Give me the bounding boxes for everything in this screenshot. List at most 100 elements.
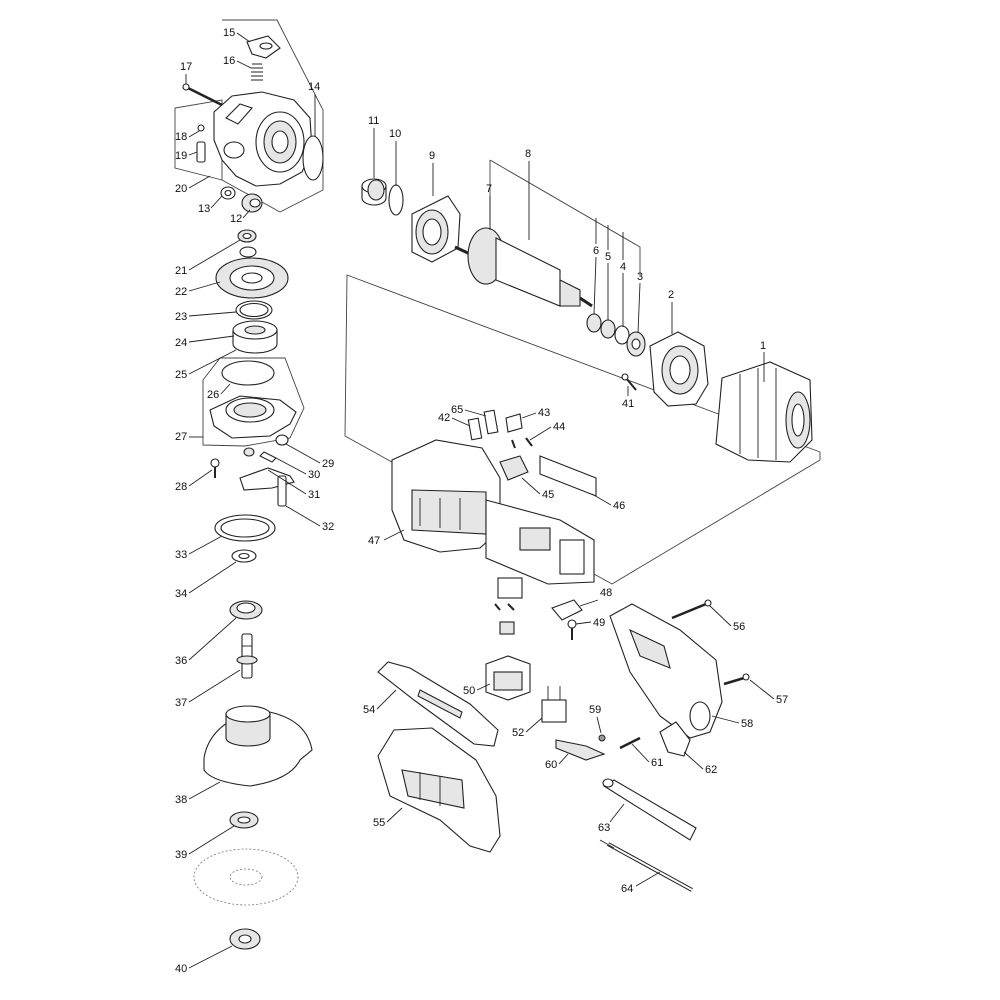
label-14: 14 bbox=[308, 81, 320, 93]
label-29: 29 bbox=[322, 458, 334, 470]
brush-holder-assembly bbox=[494, 577, 523, 635]
label-33: 33 bbox=[175, 549, 187, 561]
callout-54: 54 bbox=[363, 689, 397, 716]
callout-25: 25 bbox=[175, 349, 237, 381]
label-61: 61 bbox=[651, 757, 663, 769]
callout-48: 48 bbox=[579, 587, 612, 607]
spring bbox=[251, 63, 263, 81]
label-23: 23 bbox=[175, 311, 187, 323]
callout-30: 30 bbox=[275, 457, 320, 481]
callout-16: 16 bbox=[223, 55, 252, 69]
callout-37: 37 bbox=[175, 669, 241, 709]
field-1 bbox=[715, 361, 813, 463]
callout-59: 59 bbox=[589, 704, 602, 734]
callout-28: 28 bbox=[175, 469, 213, 493]
lock-off-button-60 bbox=[555, 739, 606, 761]
callout-15: 15 bbox=[223, 27, 251, 43]
bearing-box-group-outline bbox=[202, 357, 305, 447]
callout-41: 41 bbox=[622, 386, 634, 410]
label-37: 37 bbox=[175, 697, 187, 709]
brush-holder-cap-43 bbox=[505, 413, 523, 433]
label-19: 19 bbox=[175, 150, 187, 162]
spindle-37 bbox=[236, 633, 258, 679]
washer-34 bbox=[231, 549, 257, 563]
handle-cover-55 bbox=[377, 727, 501, 853]
callout-57: 57 bbox=[749, 679, 788, 706]
callout-3: 3 bbox=[637, 271, 643, 334]
label-55: 55 bbox=[373, 817, 385, 829]
switch-lever-54 bbox=[377, 661, 499, 747]
label-25: 25 bbox=[175, 369, 187, 381]
label-62: 62 bbox=[705, 764, 717, 776]
callout-14: 14 bbox=[308, 81, 320, 136]
label-9: 9 bbox=[429, 150, 435, 162]
carbon-brush-45 bbox=[499, 455, 529, 481]
callout-50: 50 bbox=[463, 683, 491, 697]
callout-49: 49 bbox=[575, 617, 605, 629]
callout-31: 31 bbox=[267, 469, 320, 501]
label-7: 7 bbox=[486, 183, 492, 195]
lock-nut-40 bbox=[229, 928, 261, 950]
cord-64 bbox=[599, 839, 693, 892]
label-42: 42 bbox=[438, 412, 450, 424]
label-17: 17 bbox=[180, 61, 192, 73]
bearing-box-27 bbox=[209, 395, 297, 439]
label-43: 43 bbox=[538, 407, 550, 419]
callout-9: 9 bbox=[429, 150, 435, 196]
label-45: 45 bbox=[542, 489, 554, 501]
label-52: 52 bbox=[512, 727, 524, 739]
label-34: 34 bbox=[175, 588, 187, 600]
label-40: 40 bbox=[175, 963, 187, 975]
label-13: 13 bbox=[198, 203, 210, 215]
armature-7 bbox=[454, 227, 593, 308]
callout-21: 21 bbox=[175, 239, 241, 277]
label-5: 5 bbox=[605, 251, 611, 263]
bolt-32 bbox=[277, 475, 287, 507]
label-24: 24 bbox=[175, 337, 187, 349]
spiral-bevel-gear-22 bbox=[215, 257, 289, 299]
label-6: 6 bbox=[593, 245, 599, 257]
label-58: 58 bbox=[741, 718, 753, 730]
callout-64: 64 bbox=[621, 871, 661, 895]
callout-56: 56 bbox=[709, 605, 745, 633]
retaining-ring-10 bbox=[388, 184, 404, 216]
callout-58: 58 bbox=[711, 715, 753, 730]
callout-27: 27 bbox=[175, 431, 203, 443]
nut-13 bbox=[220, 186, 236, 200]
label-49: 49 bbox=[593, 617, 605, 629]
label-39: 39 bbox=[175, 849, 187, 861]
label-4: 4 bbox=[620, 261, 626, 273]
motor-housing-47 bbox=[391, 439, 595, 585]
label-8: 8 bbox=[525, 148, 531, 160]
callout-11: 11 bbox=[368, 115, 379, 178]
callout-1: 1 bbox=[760, 340, 766, 382]
label-11: 11 bbox=[368, 115, 379, 127]
callout-39: 39 bbox=[175, 825, 235, 861]
callout-8: 8 bbox=[525, 148, 531, 240]
label-63: 63 bbox=[598, 822, 610, 834]
callout-23: 23 bbox=[175, 311, 237, 323]
label-31: 31 bbox=[308, 489, 320, 501]
washer-21 bbox=[237, 229, 257, 258]
callout-46: 46 bbox=[591, 493, 625, 512]
pin-18-19 bbox=[196, 124, 206, 163]
label-64: 64 bbox=[621, 883, 633, 895]
pin-61 bbox=[619, 736, 641, 750]
callout-19: 19 bbox=[175, 150, 198, 162]
switch-50 bbox=[485, 655, 531, 701]
leaf-spring-59 bbox=[598, 734, 606, 742]
callout-5: 5 bbox=[605, 225, 611, 320]
o-ring-14 bbox=[302, 135, 324, 181]
gear-housing bbox=[213, 91, 313, 187]
tapping-screw-57 bbox=[723, 673, 750, 686]
callout-2: 2 bbox=[668, 289, 674, 334]
insulation-washer-4 bbox=[614, 325, 630, 345]
label-36: 36 bbox=[175, 655, 187, 667]
ball-bearing-24 bbox=[232, 320, 278, 354]
label-12: 12 bbox=[230, 213, 242, 225]
tapping-screw-44 bbox=[511, 437, 533, 449]
callout-18: 18 bbox=[175, 130, 200, 143]
callout-61: 61 bbox=[631, 743, 663, 769]
callout-45: 45 bbox=[521, 477, 554, 501]
label-10: 10 bbox=[389, 128, 401, 140]
